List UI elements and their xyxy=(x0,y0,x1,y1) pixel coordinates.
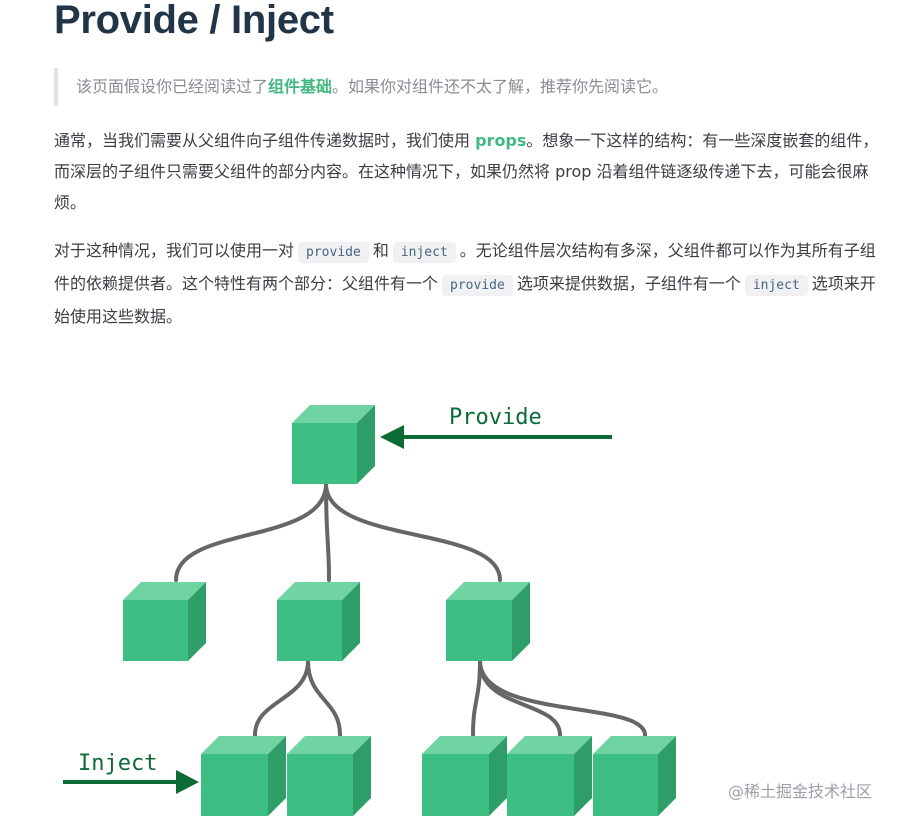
cube-front-face xyxy=(292,423,357,484)
cube-top-face xyxy=(201,736,286,754)
tree-edge xyxy=(324,482,331,582)
code-inject-option: inject xyxy=(744,275,808,296)
cube-top-face xyxy=(446,582,530,600)
cube-front-face xyxy=(446,600,512,661)
cube-top-face xyxy=(277,582,360,600)
cube-top-face xyxy=(292,405,375,423)
intro-text-before: 通常，当我们需要从父组件向子组件传递数据时，我们使用 xyxy=(54,131,476,150)
page-title: Provide / Inject xyxy=(54,0,334,42)
child-component-cube xyxy=(277,582,360,661)
cube-front-face xyxy=(287,754,353,816)
cube-side-face xyxy=(574,736,592,816)
cube-front-face xyxy=(123,600,188,661)
code-inject: inject xyxy=(392,242,456,263)
cube-front-face xyxy=(422,754,489,816)
component-basics-link[interactable]: 组件基础 xyxy=(268,77,333,96)
tip-text-after: 。如果你对组件还不太了解，推荐你先阅读它。 xyxy=(332,77,669,96)
cube-front-face xyxy=(507,754,574,816)
props-link[interactable]: props xyxy=(475,131,527,150)
grandchild-component-cube xyxy=(201,736,286,816)
tree-edge xyxy=(471,659,482,737)
cube-top-face xyxy=(422,736,507,754)
cube-front-face xyxy=(277,600,342,661)
cube-side-face xyxy=(658,736,676,816)
cube-top-face xyxy=(593,736,676,754)
provide-label: Provide xyxy=(449,405,542,430)
tree-edge xyxy=(253,659,310,737)
cube-side-face xyxy=(353,736,371,816)
tree-edges xyxy=(174,482,647,737)
inject-arrow xyxy=(63,770,199,794)
para2-text-1: 对于这种情况，我们可以使用一对 xyxy=(54,241,295,260)
child-component-cube xyxy=(446,582,530,661)
grandchild-component-cube xyxy=(287,736,371,816)
grandchild-component-cube xyxy=(593,736,676,816)
tree-edge xyxy=(324,482,502,582)
cube-top-face xyxy=(507,736,592,754)
cube-side-face xyxy=(188,582,206,661)
intro-paragraph: 通常，当我们需要从父组件向子组件传递数据时，我们使用 props。想象一下这样的… xyxy=(54,125,890,218)
intro-text-after: 。想象一下这样的结构：有一些深度嵌套的组件，而深层的子组件只需要父组件的部分内容… xyxy=(54,131,879,212)
component-cubes xyxy=(123,405,676,816)
cube-side-face xyxy=(512,582,530,661)
tree-edge xyxy=(478,659,647,737)
cube-side-face xyxy=(357,405,375,484)
grandchild-component-cube xyxy=(422,736,507,816)
code-provide: provide xyxy=(298,242,369,263)
tree-edge xyxy=(306,659,342,737)
grandchild-component-cube xyxy=(507,736,592,816)
tree-edge xyxy=(174,482,328,582)
tip-block: 该页面假设你已经阅读过了组件基础。如果你对组件还不太了解，推荐你先阅读它。 xyxy=(54,68,874,106)
cube-side-face xyxy=(268,736,286,816)
cube-top-face xyxy=(123,582,206,600)
cube-front-face xyxy=(593,754,658,816)
cube-side-face xyxy=(342,582,360,661)
para2-text-5: 选项来开始使用这些数据。 xyxy=(54,274,876,326)
inject-label: Inject xyxy=(78,751,157,776)
cube-top-face xyxy=(287,736,371,754)
para2-text-4: 选项来提供数据，子组件有一个 xyxy=(516,274,741,293)
watermark: @稀土掘金技术社区 xyxy=(728,782,873,801)
para2-text-2: 和 xyxy=(372,241,389,260)
tip-text-before: 该页面假设你已经阅读过了 xyxy=(76,77,269,96)
para2-text-3: 。无论组件层次结构有多深，父组件都可以作为其所有子组件的依赖提供者。这个特性有两… xyxy=(54,241,876,293)
provide-inject-diagram: Provide Inject xyxy=(63,405,676,816)
child-component-cube xyxy=(123,582,206,661)
cube-front-face xyxy=(201,754,268,816)
cube-side-face xyxy=(489,736,507,816)
root-component-cube xyxy=(292,405,375,484)
code-provide-option: provide xyxy=(442,275,513,296)
provide-arrow xyxy=(380,425,612,449)
